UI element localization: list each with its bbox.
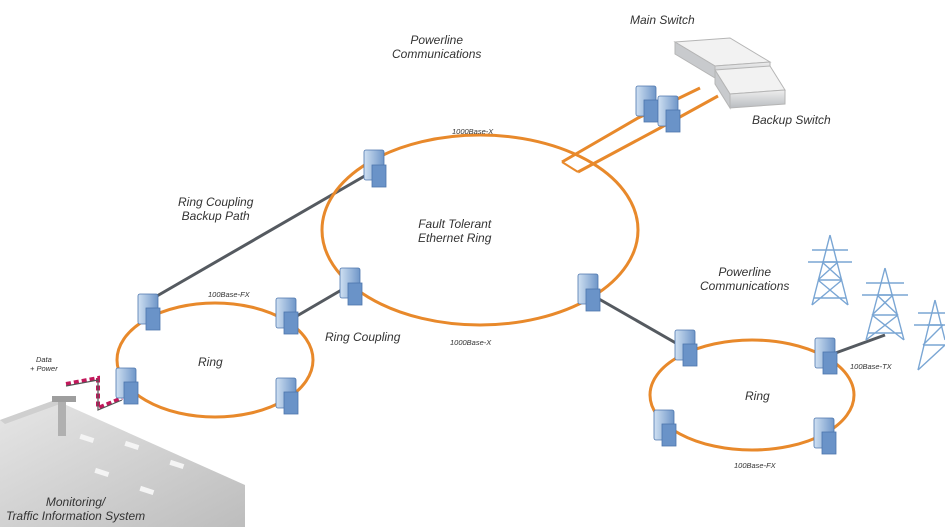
base-fx-left-label: 100Base-FX xyxy=(208,290,250,299)
powerline-right-line1: Powerline xyxy=(718,265,772,279)
devices xyxy=(115,85,838,455)
device-right-top-right xyxy=(814,337,838,375)
powerline-top-line2: Communications xyxy=(392,46,482,61)
power-tower-1 xyxy=(808,234,852,306)
base-x-bottom-label: 1000Base-X xyxy=(450,338,492,347)
powerline-top-line1: Powerline xyxy=(410,33,464,47)
data-power-line1: Data xyxy=(35,355,52,364)
base-tx-right-label: 100Base-TX xyxy=(850,362,892,371)
links xyxy=(149,168,886,357)
ring-coupling-backup-path-link xyxy=(149,168,376,302)
power-tower-3 xyxy=(914,299,945,371)
power-tower-2 xyxy=(862,267,908,341)
device-left-bottom-left xyxy=(115,367,139,405)
data-power-label: Data + Power xyxy=(30,355,58,373)
backup-switch-label: Backup Switch xyxy=(752,113,831,127)
device-left-bottom-right xyxy=(275,377,299,415)
data-power-line2: + Power xyxy=(30,363,58,373)
power-towers xyxy=(808,234,945,371)
powerline-right-line2: Communications xyxy=(700,278,790,293)
fault-tolerant-line2: Ethernet Ring xyxy=(418,230,492,245)
tower-link xyxy=(829,333,886,357)
ring-coupling-label: Ring Coupling xyxy=(325,330,401,344)
device-coupling-main xyxy=(339,267,363,306)
device-uplink-a xyxy=(635,85,659,123)
device-right-main xyxy=(577,273,601,312)
road-illustration xyxy=(0,396,245,527)
ring-left-label: Ring xyxy=(198,355,223,369)
device-left-top-left xyxy=(137,293,161,331)
fault-tolerant-line1: Fault Tolerant xyxy=(418,217,492,231)
device-left-top-right xyxy=(275,297,299,335)
device-right-bottom-right xyxy=(813,417,837,455)
backup-path-line2: Backup Path xyxy=(181,208,250,223)
base-fx-right-label: 100Base-FX xyxy=(734,461,776,470)
backup-path-line1: Ring Coupling xyxy=(178,195,254,209)
device-top-ring xyxy=(363,149,387,188)
fault-tolerant-ring xyxy=(320,133,640,327)
monitoring-line2: Traffic Information System xyxy=(6,508,146,523)
powerline-right-label: Powerline Communications xyxy=(700,265,790,294)
switch-uplink xyxy=(561,86,719,174)
rings xyxy=(115,133,856,452)
monitoring-line1: Monitoring/ xyxy=(45,495,106,509)
fault-tolerant-ring-label: Fault Tolerant Ethernet Ring xyxy=(418,217,492,246)
device-uplink-b xyxy=(657,95,681,133)
ring-right-label: Ring xyxy=(745,389,770,403)
powerline-top-label: Powerline Communications xyxy=(392,33,482,62)
main-switch-label: Main Switch xyxy=(630,13,695,27)
data-power-cable xyxy=(65,375,123,411)
right-ring xyxy=(648,338,856,452)
device-right-top-left xyxy=(674,329,698,367)
base-x-top-label: 1000Base-X xyxy=(452,127,494,136)
right-ring-coupling-link xyxy=(591,293,689,352)
ring-coupling-backup-path-label: Ring Coupling Backup Path xyxy=(178,195,254,224)
left-ring xyxy=(115,301,315,419)
device-right-bottom-left xyxy=(653,409,677,447)
monitoring-label: Monitoring/ Traffic Information System xyxy=(6,495,146,524)
backup-switch xyxy=(714,65,786,110)
